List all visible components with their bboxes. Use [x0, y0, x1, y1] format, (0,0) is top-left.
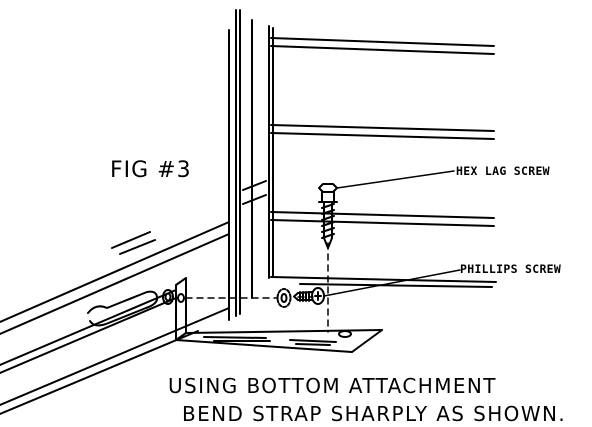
angled-bottom-strap — [175, 277, 383, 353]
phillips-screw-callout: PHILLIPS SCREW — [460, 262, 562, 276]
caption-line-2: BEND STRAP SHARPLY AS SHOWN. — [182, 402, 567, 426]
caption-line-1: USING BOTTOM ATTACHMENT — [168, 374, 497, 398]
track-bolt — [162, 289, 174, 305]
hex-lag-screw — [318, 183, 338, 249]
horizontal-track — [0, 221, 230, 415]
figure-number-label: FIG #3 — [110, 158, 192, 183]
hex-lag-screw-callout: HEX LAG SCREW — [456, 164, 550, 178]
star-washer — [276, 288, 292, 308]
garage-door-panel — [268, 25, 497, 288]
alignment-lines — [185, 242, 329, 333]
phillips-screw — [293, 287, 325, 305]
leader-lines — [323, 170, 461, 297]
vertical-track — [228, 9, 267, 321]
